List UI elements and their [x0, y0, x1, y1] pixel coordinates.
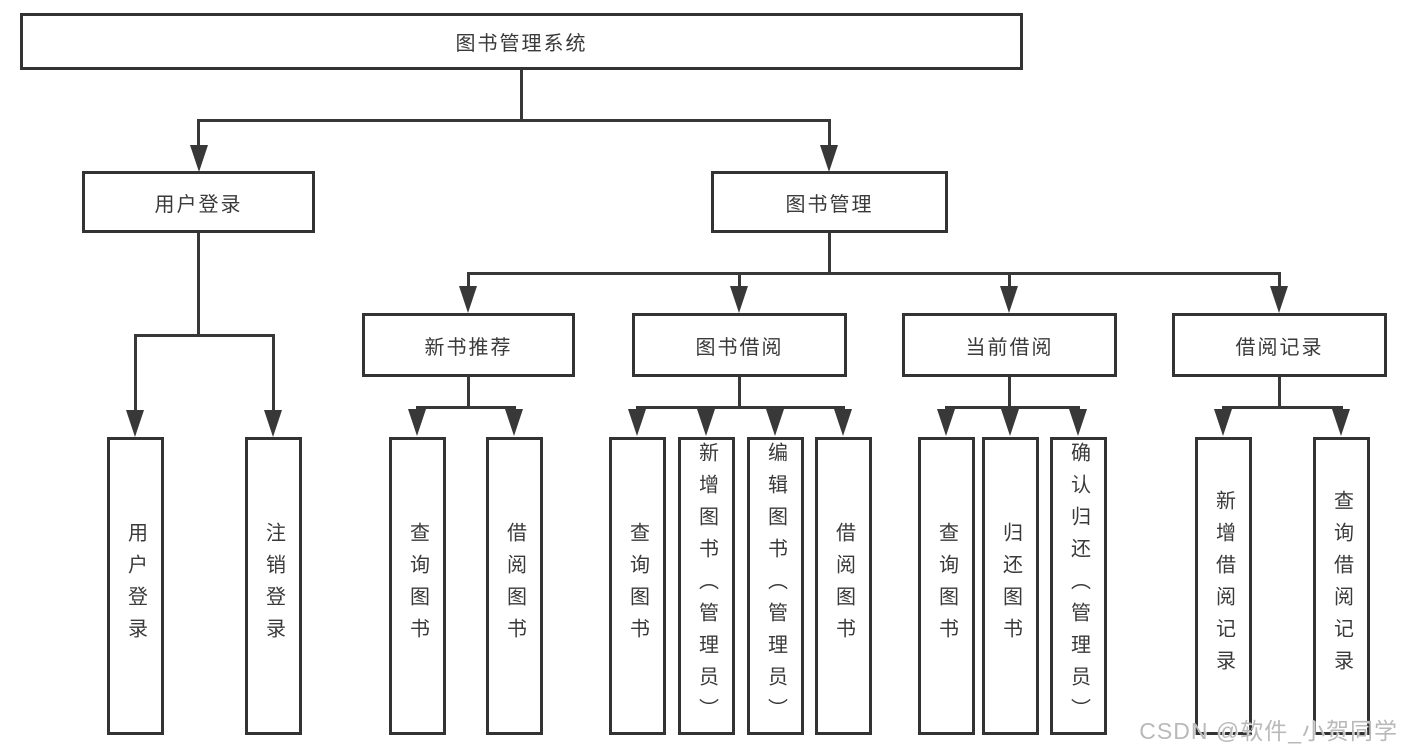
arrow-down-icon [628, 409, 646, 436]
leaf-borrow-books-newbook-label: 借阅图书 [503, 522, 526, 650]
edge-level3-connector [467, 272, 1281, 275]
node-new-book-recommend: 新书推荐 [362, 313, 575, 377]
arrow-down-icon [697, 409, 715, 436]
edge-current-stem [1008, 375, 1011, 408]
edge-user-login-stem [197, 231, 200, 336]
edge-borrow-stem [738, 375, 741, 408]
leaf-add-borrow-record-label: 新增借阅记录 [1212, 490, 1235, 682]
leaf-add-book-admin: 新增图书（管理员） [678, 437, 735, 735]
arrow-down-icon [126, 410, 144, 437]
leaf-edit-book-admin: 编辑图书（管理员） [747, 437, 804, 735]
arrow-down-icon [730, 286, 748, 313]
arrow-down-icon [834, 409, 852, 436]
node-book-management: 图书管理 [711, 171, 948, 233]
arrow-down-icon [264, 410, 282, 437]
node-book-borrow-label: 图书借阅 [695, 336, 784, 359]
edge-leaf-drop [134, 334, 137, 412]
edge-level3-drop [467, 272, 470, 288]
node-library-system-label: 图书管理系统 [455, 33, 588, 55]
leaf-query-books-borrow-label: 查询图书 [626, 522, 649, 650]
edge-level2-connector [198, 119, 831, 122]
edge-recommend-stem [467, 375, 470, 408]
edge-user-login-children-connector [134, 334, 275, 337]
arrow-down-icon [505, 409, 523, 436]
leaf-query-borrow-record-label: 查询借阅记录 [1330, 490, 1353, 682]
leaf-add-book-admin-label: 新增图书（管理员） [695, 442, 718, 730]
node-current-borrow: 当前借阅 [902, 313, 1117, 377]
edge-leaf-drop [272, 334, 275, 412]
edge-book-mgmt-drop [828, 119, 831, 147]
leaf-confirm-return-admin-label: 确认归还（管理员） [1067, 442, 1090, 730]
leaf-query-books-newbook: 查询图书 [389, 437, 446, 735]
edge-level3-drop [738, 272, 741, 288]
arrow-down-icon [459, 286, 477, 313]
leaf-query-books-current: 查询图书 [918, 437, 975, 735]
arrow-down-icon [1001, 409, 1019, 436]
node-new-book-recommend-label: 新书推荐 [424, 336, 513, 359]
node-book-borrow: 图书借阅 [632, 313, 847, 377]
leaf-logout-label: 注销登录 [262, 522, 285, 650]
csdn-watermark: CSDN @软件_小贺同学 [1139, 718, 1398, 744]
arrow-down-icon [1214, 409, 1232, 436]
leaf-add-borrow-record: 新增借阅记录 [1195, 437, 1252, 735]
leaf-logout: 注销登录 [245, 437, 302, 735]
edge-level3-drop [1278, 272, 1281, 288]
edge-records-stem [1278, 375, 1281, 408]
arrow-down-icon [937, 409, 955, 436]
arrow-down-icon [820, 145, 838, 172]
node-library-system: 图书管理系统 [20, 13, 1023, 70]
leaf-return-book-label: 归还图书 [999, 522, 1022, 650]
leaf-borrow-books-newbook: 借阅图书 [486, 437, 543, 735]
arrow-down-icon [1270, 286, 1288, 313]
leaf-confirm-return-admin: 确认归还（管理员） [1050, 437, 1107, 735]
edge-user-login-drop [197, 119, 200, 147]
edge-records-children-connector [1222, 406, 1343, 409]
node-borrow-records-label: 借阅记录 [1235, 336, 1324, 359]
edge-level3-drop [1008, 272, 1011, 288]
edge-root-stem [520, 67, 523, 120]
leaf-query-books-borrow: 查询图书 [609, 437, 666, 735]
node-user-login: 用户登录 [82, 171, 315, 233]
arrow-down-icon [1332, 409, 1350, 436]
leaf-user-login-label: 用户登录 [124, 522, 147, 650]
arrow-down-icon [408, 409, 426, 436]
arrow-down-icon [1069, 409, 1087, 436]
leaf-query-books-current-label: 查询图书 [935, 522, 958, 650]
node-user-login-label: 用户登录 [154, 193, 243, 216]
edge-borrow-children-connector [636, 406, 845, 409]
node-book-management-label: 图书管理 [785, 193, 874, 216]
leaf-query-books-newbook-label: 查询图书 [406, 522, 429, 650]
leaf-query-borrow-record: 查询借阅记录 [1313, 437, 1370, 735]
edge-recommend-children-connector [416, 406, 516, 409]
leaf-borrow-books-borrow-label: 借阅图书 [832, 522, 855, 650]
node-current-borrow-label: 当前借阅 [965, 336, 1054, 359]
leaf-edit-book-admin-label: 编辑图书（管理员） [764, 442, 787, 730]
edge-current-children-connector [945, 406, 1080, 409]
leaf-user-login: 用户登录 [107, 437, 164, 735]
leaf-borrow-books-borrow: 借阅图书 [815, 437, 872, 735]
arrow-down-icon [1000, 286, 1018, 313]
arrow-down-icon [766, 409, 784, 436]
node-borrow-records: 借阅记录 [1172, 313, 1387, 377]
arrow-down-icon [190, 145, 208, 172]
leaf-return-book: 归还图书 [982, 437, 1039, 735]
edge-book-mgmt-stem [828, 231, 831, 275]
